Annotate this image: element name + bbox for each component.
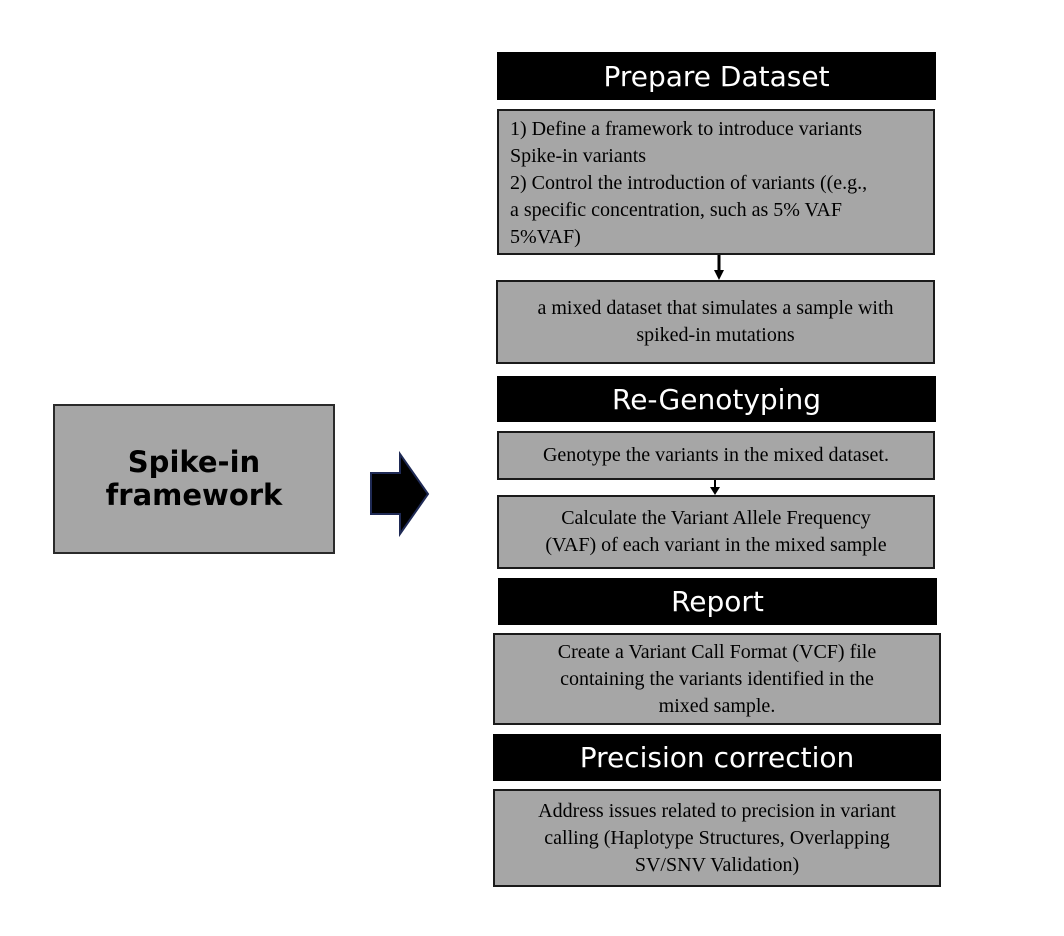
- genotype-box: Genotype the variants in the mixed datas…: [497, 431, 935, 480]
- prepare-step-box: 1) Define a framework to introduce varia…: [497, 109, 935, 255]
- precision-line: calling (Haplotype Structures, Overlappi…: [544, 826, 890, 849]
- precision-line: Address issues related to precision in v…: [538, 799, 896, 822]
- precision-box: Address issues related to precision in v…: [493, 789, 941, 887]
- precision-correction-header: Precision correction: [493, 734, 941, 781]
- vaf-line: (VAF) of each variant in the mixed sampl…: [545, 534, 887, 556]
- mixed-dataset-box: a mixed dataset that simulates a sample …: [496, 280, 935, 364]
- report-header: Report: [498, 578, 937, 625]
- prepare-step-line: 1) Define a framework to introduce varia…: [510, 118, 863, 140]
- connector-regenotyping-arrow: [710, 479, 720, 495]
- prepare-dataset-header: Prepare Dataset: [497, 52, 936, 100]
- framework-label: framework: [105, 478, 283, 512]
- prepare-step-line: 5%VAF): [510, 226, 581, 248]
- genotype-line: Genotype the variants in the mixed datas…: [542, 444, 889, 466]
- vaf-line: Calculate the Variant Allele Frequency: [561, 507, 871, 529]
- precision-line: SV/SNV Validation): [634, 853, 800, 876]
- prepare-step-line: Spike-in variants: [510, 145, 647, 167]
- mixed-dataset-line: a mixed dataset that simulates a sample …: [537, 297, 894, 319]
- spike-in-label: Spike-in: [127, 445, 261, 479]
- vcf-line: Create a Variant Call Format (VCF) file: [557, 640, 877, 663]
- vcf-box: Create a Variant Call Format (VCF) file …: [493, 633, 941, 725]
- vcf-line: containing the variants identified in th…: [560, 667, 874, 690]
- mixed-dataset-line: spiked-in mutations: [636, 324, 795, 346]
- regenotyping-header: Re-Genotyping: [497, 376, 936, 422]
- prepare-step-line: 2) Control the introduction of variants …: [510, 172, 868, 194]
- spike-in-framework-box: Spike-in framework: [53, 404, 335, 554]
- big-right-arrow-icon: [370, 450, 430, 538]
- vaf-box: Calculate the Variant Allele Frequency (…: [497, 495, 935, 569]
- connector-prepare-arrow: [714, 255, 724, 280]
- vcf-line: mixed sample.: [658, 694, 776, 717]
- prepare-step-line: a specific concentration, such as 5% VAF: [510, 199, 842, 221]
